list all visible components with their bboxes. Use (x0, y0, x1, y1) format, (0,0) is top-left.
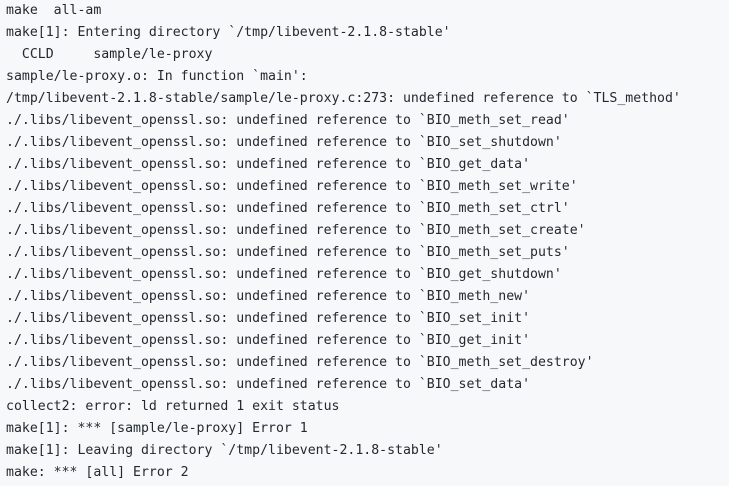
output-line: make[1]: *** [sample/le-proxy] Error 1 (6, 421, 308, 436)
output-line: collect2: error: ld returned 1 exit stat… (6, 399, 340, 414)
output-lines: make all-am make[1]: Entering directory … (6, 0, 729, 484)
output-line: sample/le-proxy.o: In function `main': (6, 69, 308, 84)
output-line: ./.libs/libevent_openssl.so: undefined r… (6, 223, 586, 238)
output-line: ./.libs/libevent_openssl.so: undefined r… (6, 245, 570, 260)
output-line: make[1]: Leaving directory `/tmp/libeven… (6, 443, 443, 458)
output-line: ./.libs/libevent_openssl.so: undefined r… (6, 377, 531, 392)
output-line: make: *** [all] Error 2 (6, 465, 189, 480)
output-line: ./.libs/libevent_openssl.so: undefined r… (6, 355, 594, 370)
output-line: ./.libs/libevent_openssl.so: undefined r… (6, 267, 562, 282)
output-line: ./.libs/libevent_openssl.so: undefined r… (6, 333, 531, 348)
output-line: ./.libs/libevent_openssl.so: undefined r… (6, 113, 570, 128)
output-line: ./.libs/libevent_openssl.so: undefined r… (6, 157, 531, 172)
output-line: ./.libs/libevent_openssl.so: undefined r… (6, 201, 570, 216)
output-line: ./.libs/libevent_openssl.so: undefined r… (6, 135, 562, 150)
output-line: ./.libs/libevent_openssl.so: undefined r… (6, 289, 531, 304)
output-line: make all-am (6, 3, 102, 18)
output-line: ./.libs/libevent_openssl.so: undefined r… (6, 311, 531, 326)
output-line: make[1]: Entering directory `/tmp/libeve… (6, 25, 451, 40)
output-line: ./.libs/libevent_openssl.so: undefined r… (6, 179, 578, 194)
output-line: /tmp/libevent-2.1.8-stable/sample/le-pro… (6, 91, 681, 106)
output-line: CCLD sample/le-proxy (6, 47, 213, 62)
